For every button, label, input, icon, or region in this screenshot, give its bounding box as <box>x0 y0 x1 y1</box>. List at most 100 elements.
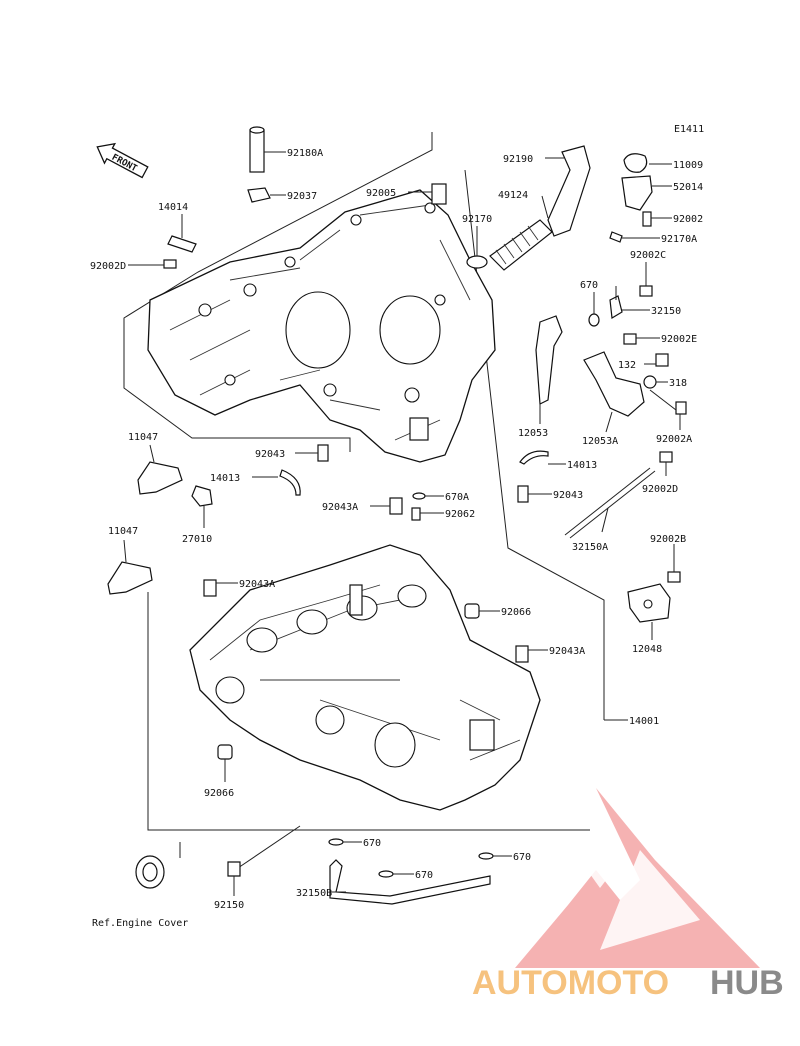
part-92002a: 92002A <box>649 389 692 445</box>
part-92150: 92150 <box>214 825 301 911</box>
svg-text:92002E: 92002E <box>661 334 697 345</box>
svg-text:12048: 12048 <box>632 644 662 655</box>
lower-crankcase-group <box>147 544 590 831</box>
part-92062: 92062 <box>411 507 475 521</box>
svg-text:Ref.Engine Cover: Ref.Engine Cover <box>92 918 188 929</box>
part-14014: 14014 <box>158 202 197 253</box>
svg-text:670A: 670A <box>445 492 469 503</box>
svg-text:92043A: 92043A <box>549 646 585 657</box>
front-arrow-icon: FRONT <box>96 142 149 179</box>
cylinder-bore-right <box>379 295 441 365</box>
svg-text:92043: 92043 <box>553 490 583 501</box>
svg-text:92043A: 92043A <box>322 502 358 513</box>
svg-text:670: 670 <box>580 280 598 291</box>
svg-text:92043: 92043 <box>255 449 285 460</box>
part-12053: 12053 <box>518 315 563 439</box>
svg-text:32150: 32150 <box>651 306 681 317</box>
part-14013-right: 14013 <box>519 450 597 471</box>
svg-text:14013: 14013 <box>210 473 240 484</box>
part-132: 132 <box>618 353 669 371</box>
svg-text:92066: 92066 <box>501 607 531 618</box>
main-journal-4 <box>397 584 427 608</box>
part-670-bottom-1: 670 <box>328 838 381 849</box>
watermark-logo <box>515 788 760 968</box>
part-92043a-right: 92043A <box>515 645 585 663</box>
svg-text:11047: 11047 <box>108 526 138 537</box>
watermark-brand-b: HUB <box>710 964 784 1002</box>
svg-text:27010: 27010 <box>182 534 212 545</box>
part-11047-upper: 11047 <box>128 432 183 495</box>
svg-text:92002: 92002 <box>673 214 703 225</box>
part-12048: 12048 <box>627 583 671 655</box>
svg-text:32150A: 32150A <box>572 542 608 553</box>
svg-text:92002C: 92002C <box>630 250 666 261</box>
part-92066-right: 92066 <box>464 603 531 619</box>
svg-text:92005: 92005 <box>366 188 396 199</box>
svg-text:92066: 92066 <box>204 788 234 799</box>
part-92190: 92190 <box>503 145 591 237</box>
svg-text:92002A: 92002A <box>656 434 692 445</box>
part-670-bottom-3: 670 <box>478 852 531 863</box>
svg-text:670: 670 <box>415 870 433 881</box>
part-92043a-left: 92043A <box>203 579 275 597</box>
part-92002d-left: 92002D <box>90 259 177 272</box>
svg-text:12053A: 12053A <box>582 436 618 447</box>
part-14013-left: 14013 <box>210 469 301 496</box>
watermark-triangle-icon <box>515 788 760 968</box>
main-journal-1 <box>246 627 278 653</box>
svg-text:14013: 14013 <box>567 460 597 471</box>
part-14001: 14001 <box>604 716 659 727</box>
part-92002c: 92002C <box>630 250 666 297</box>
svg-text:92170A: 92170A <box>661 234 697 245</box>
watermark-text: AUTOMOTO HUB <box>472 964 784 1002</box>
lower-crankcase-body <box>189 544 541 811</box>
svg-text:92002D: 92002D <box>642 484 678 495</box>
part-52014: 52014 <box>621 175 703 211</box>
svg-text:92043A: 92043A <box>239 579 275 590</box>
part-670-right: 670 <box>580 280 600 327</box>
svg-text:14014: 14014 <box>158 202 188 213</box>
upper-crankcase-group <box>123 132 605 720</box>
part-670a: 670A <box>412 492 469 503</box>
part-318: 318 <box>643 375 687 389</box>
svg-text:670: 670 <box>363 838 381 849</box>
part-92180a: 92180A <box>249 126 323 173</box>
part-92170a: 92170A <box>609 231 697 245</box>
svg-text:318: 318 <box>669 378 687 389</box>
svg-text:32150B: 32150B <box>296 888 332 899</box>
part-32150b: 32150B <box>296 859 491 905</box>
part-27010: 27010 <box>182 485 213 545</box>
part-92043: 92043 <box>255 444 329 462</box>
svg-text:92190: 92190 <box>503 154 533 165</box>
watermark-triangle-inner-icon <box>580 830 700 950</box>
part-11009: 11009 <box>623 153 703 173</box>
svg-text:92170: 92170 <box>462 214 492 225</box>
part-92170: 92170 <box>462 214 492 269</box>
part-12053a: 12053A <box>582 351 645 447</box>
svg-text:14001: 14001 <box>629 716 659 727</box>
svg-text:92180A: 92180A <box>287 148 323 159</box>
svg-text:670: 670 <box>513 852 531 863</box>
svg-text:132: 132 <box>618 360 636 371</box>
part-32150a: 32150A <box>564 467 656 553</box>
svg-text:92062: 92062 <box>445 509 475 520</box>
cylinder-bore-left <box>285 291 351 369</box>
svg-text:52014: 52014 <box>673 182 703 193</box>
part-92002: 92002 <box>642 211 703 227</box>
part-11047-lower: 11047 <box>107 526 153 595</box>
ref-engine-cover: Ref.Engine Cover <box>92 842 188 929</box>
part-92002d-right: 92002D <box>642 451 678 495</box>
svg-text:92002B: 92002B <box>650 534 686 545</box>
part-92043-right: 92043 <box>517 485 583 503</box>
part-670-bottom-2: 670 <box>378 870 433 881</box>
svg-text:11009: 11009 <box>673 160 703 171</box>
part-92002e: 92002E <box>623 333 697 345</box>
svg-text:49124: 49124 <box>498 190 528 201</box>
part-32150: 32150 <box>609 286 681 319</box>
svg-text:92002D: 92002D <box>90 261 126 272</box>
svg-text:92150: 92150 <box>214 900 244 911</box>
svg-text:11047: 11047 <box>128 432 158 443</box>
watermark-brand-a: AUTOMOTO <box>472 964 669 1002</box>
part-92066-left: 92066 <box>204 744 234 799</box>
